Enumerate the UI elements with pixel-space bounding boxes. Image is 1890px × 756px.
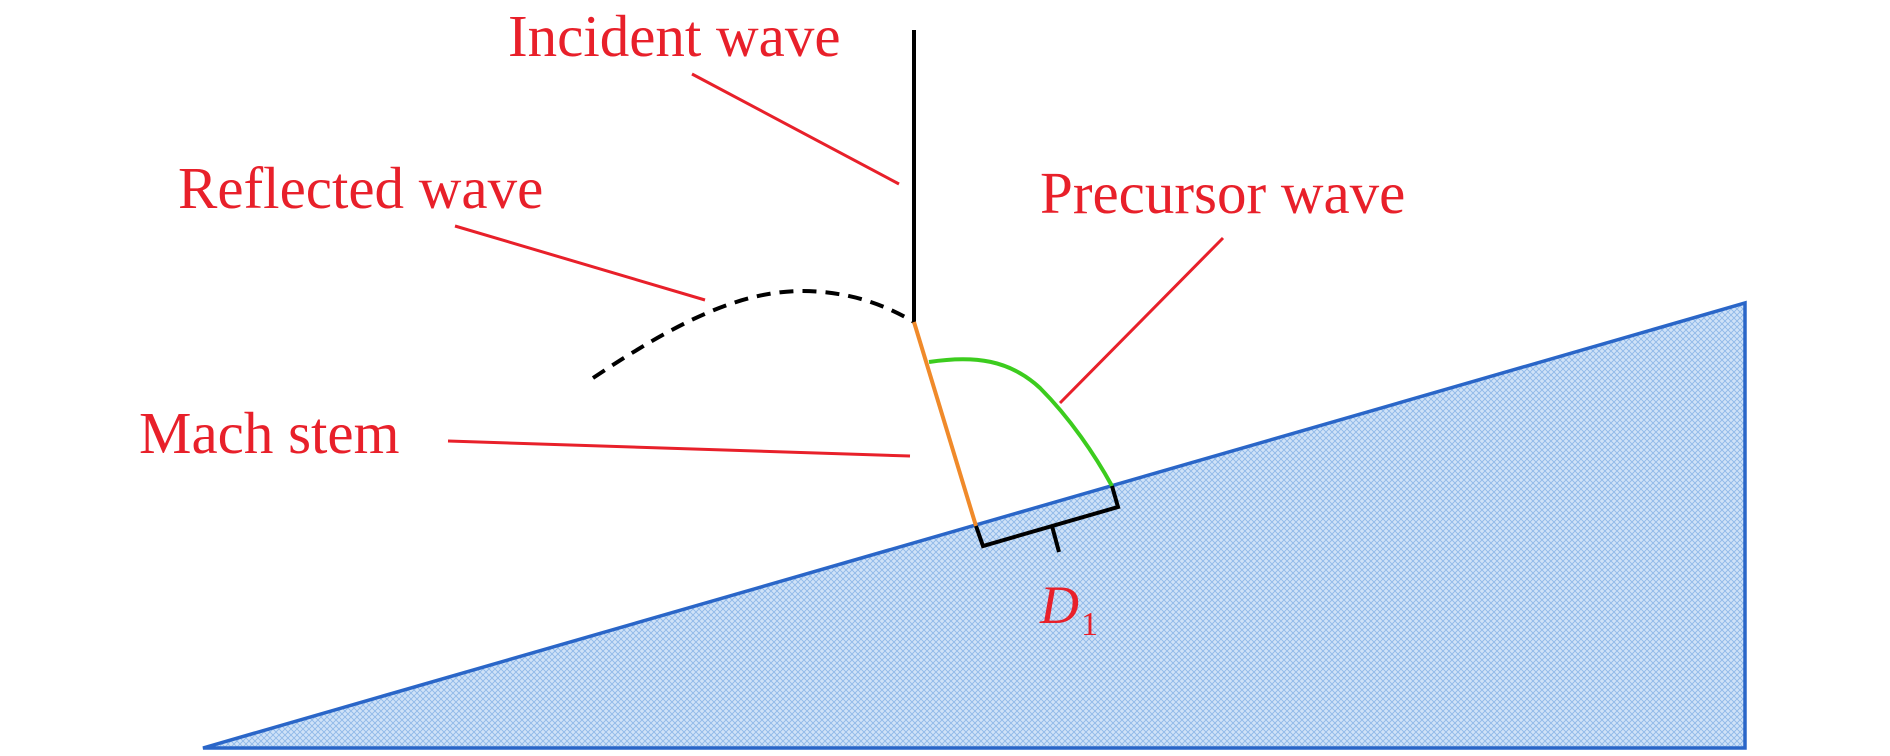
d1-subscript: 1 [1081,606,1098,643]
incident-wave-label: Incident wave [508,3,841,69]
precursor-wave-label: Precursor wave [1040,160,1405,226]
mach-stem-label: Mach stem [139,400,400,466]
d1-dimension-bracket [974,485,1121,553]
reflected-wave [591,288,916,380]
d1-symbol: D [1039,575,1079,635]
d1-label: D1 [1039,575,1098,643]
precursor-wave [928,357,1114,487]
reflected-wave-label: Reflected wave [178,155,543,221]
incident-leader-line [691,72,900,186]
reflected-leader-line [454,224,706,302]
precursor-leader-line [1058,236,1225,405]
mach-stem [912,321,978,527]
mach-leader-line [447,439,911,458]
